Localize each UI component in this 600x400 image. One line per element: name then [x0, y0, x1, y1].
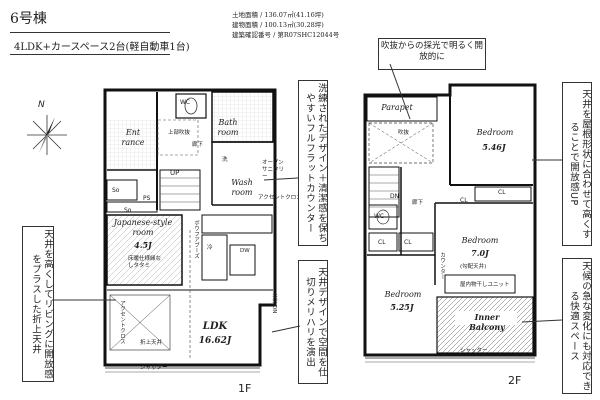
bedroom3-size: 5.25J: [390, 302, 414, 312]
bedroom2-size: 7.0J: [471, 248, 489, 258]
callout-skylight-text: 吹抜からの採光で明るく開放的に: [381, 41, 484, 62]
cl-label-3: CL: [378, 239, 386, 246]
ceiling-dn-note: 天井DN: [271, 294, 277, 314]
header-underline-2: [10, 54, 170, 55]
callout-ceiling-design: 天井デザインで空間を仕切りメリハリを演出: [298, 260, 328, 384]
callout-roof-ceiling-pointer: [532, 159, 562, 161]
ldk-size: 16.62J: [198, 336, 232, 346]
callout-counter-text: 洗練されたデザイン＋清潔感を保ちやすいフルフラットカウンター: [304, 83, 327, 243]
accent-cross-note-1: アクセントクロス: [258, 195, 302, 201]
callout-ceiling-design-text: 天井デザインで空間を仕切りメリハリを演出: [304, 267, 327, 377]
bath-room-label: Bath room: [217, 118, 239, 137]
upper-fukinuke-note: 上部吹抜: [168, 130, 191, 136]
accent-cross-note-2: アクセントクロス: [119, 300, 125, 344]
japanese-room-label: Japanese-style room: [108, 218, 178, 238]
floor2-plan: [363, 83, 537, 363]
fukinuke-note: 吹抜: [398, 130, 410, 136]
cl-label-2: CL: [460, 197, 468, 204]
callout-counter-pointer: [263, 177, 299, 181]
callout-folded-ceiling-text: 天井を高くしてリビングに開放感をプラスした折上天井: [30, 229, 53, 379]
parapet-label: Parapet: [381, 103, 413, 112]
cert-value: 第R07SHC12044号: [277, 31, 340, 39]
callout-folded-ceiling: 天井を高くしてリビングに開放感をプラスした折上天井: [22, 226, 54, 382]
kobai-note: (勾配天井): [460, 264, 487, 270]
cl-label-4: CL: [404, 239, 412, 246]
callout-counter: 洗練されたデザイン＋清潔感を保ちやすいフルフラットカウンター: [298, 80, 328, 246]
building-area-value: 100.13㎡(30.28坪): [264, 21, 324, 29]
floor1-corridor-note: 廊下: [192, 142, 204, 148]
building-area-label: 建物面積: [232, 21, 258, 29]
washer-note: 洗: [222, 157, 228, 163]
callout-roof-ceiling-text: 天井を屋根形状に合わせて高くすることで開放感UP: [568, 89, 591, 239]
land-area-value: 136.07㎡(41.16坪): [264, 11, 324, 19]
callout-skylight: 吹抜からの採光で明るく開放的に: [378, 38, 486, 70]
storage-hatch-note: 屋内物干しユニット: [460, 282, 510, 288]
floor2-shutter-note: シャッター: [460, 348, 488, 354]
callout-ceiling-design-pointer: [271, 325, 301, 333]
building-number: 6号棟: [10, 11, 47, 27]
floor2-wc-label: WC: [374, 213, 385, 220]
oriage-note: 折上天井: [140, 340, 163, 346]
header-underline: [10, 32, 170, 33]
japanese-room-size: 4.5J: [134, 240, 152, 250]
floor1-shutter-note: シャッター: [140, 365, 168, 371]
floor2-corridor-note: 廊下: [412, 200, 424, 206]
entrance-floor: [107, 120, 157, 170]
callout-folded-ceiling-pointer: [52, 299, 116, 301]
bedroom1-label: Bedroom: [476, 128, 514, 137]
dw-note: DW: [240, 248, 250, 254]
so-label-1: So: [112, 187, 120, 194]
fridge-note: 冷: [207, 245, 213, 251]
floor1-wc-label: WC: [180, 99, 191, 106]
callout-roof-ceiling: 天井を屋根形状に合わせて高くすることで開放感UP: [562, 82, 592, 246]
callout-balcony: 天候の急な変化にも対応できる快適スペース: [562, 258, 592, 394]
ldk-label: LDK: [202, 321, 228, 332]
inner-balcony-label: Inner Balcony: [469, 312, 505, 332]
bedroom1-size: 5.46J: [482, 142, 506, 152]
entrance-label: Ent rance: [121, 128, 145, 147]
compass-north-label: N: [38, 100, 45, 110]
kitchen-cab-note: ボウフアブーズ: [193, 220, 199, 259]
bedroom3-label: Bedroom: [384, 290, 422, 299]
floor1-label: 1F: [238, 382, 252, 395]
open-sanitary-note: オープンサニタリー: [262, 160, 285, 180]
cert-label: 建築確認番号: [232, 31, 271, 39]
so-label-2: So: [124, 207, 132, 214]
up-label: UP: [170, 169, 180, 177]
floor2-counter-note: カウンター: [439, 252, 445, 280]
spec-block: 土地面積 / 136.07㎡(41.16坪) 建物面積 / 100.13㎡(30…: [232, 11, 340, 39]
callout-balcony-pointer: [521, 319, 563, 323]
floor2-dn-label: DN: [390, 193, 400, 200]
floor2-label: 2F: [508, 374, 522, 387]
bath-room-area: [211, 91, 274, 143]
layout-label: 4LDK+カースペース2台(軽自動車1台): [14, 42, 190, 53]
ps-label: PS: [143, 195, 151, 202]
callout-skylight-pointer: [389, 64, 411, 120]
land-area-label: 土地面積: [232, 11, 258, 19]
floor1-plan: [103, 88, 277, 373]
japanese-room-name: Japanese-style room: [113, 218, 173, 237]
tatami-note: 床暖仕様縁なしタタミ: [128, 256, 162, 269]
wash-room-label: Wash room: [231, 178, 253, 197]
compass-icon: [27, 115, 67, 155]
bedroom2-label: Bedroom: [461, 236, 499, 245]
callout-balcony-text: 天候の急な変化にも対応できる快適スペース: [568, 261, 591, 391]
cl-label-1: CL: [498, 189, 506, 196]
japanese-room-floor: [106, 214, 183, 286]
